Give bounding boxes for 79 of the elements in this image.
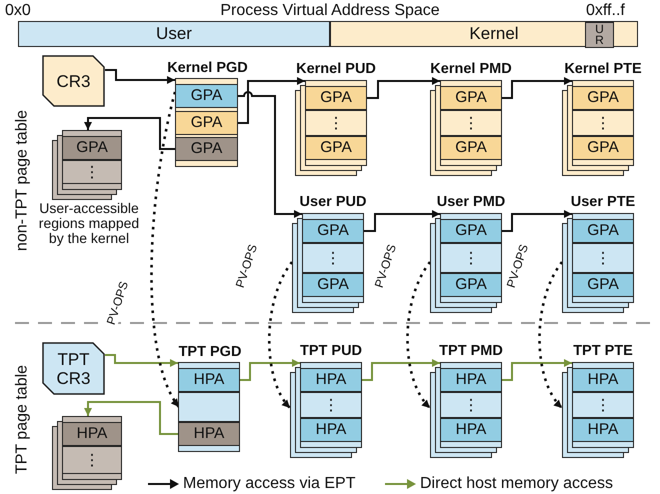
table-entry: ⋮ — [301, 392, 361, 418]
arrow — [501, 210, 572, 232]
table-entry: GPA — [573, 273, 633, 297]
table-entry: GPA — [441, 136, 501, 160]
table-title: User PTE — [570, 193, 636, 211]
table-entry: GPA — [63, 136, 121, 160]
address-segment: Kernel U R — [330, 21, 638, 47]
table-entry: ⋮ — [441, 110, 501, 136]
table-entry: HPA — [179, 368, 239, 392]
table-entry: ⋮ — [573, 110, 633, 136]
table-entry: GPA — [176, 110, 237, 134]
table-entry: HPA — [63, 422, 121, 446]
table-entry: ⋮ — [441, 392, 501, 418]
dotted-arrow — [538, 261, 564, 409]
table-entry: GPA — [306, 136, 366, 160]
table-entry: ⋮ — [63, 160, 121, 184]
table-title: User PUD — [300, 193, 366, 211]
dotted-arrow — [268, 261, 294, 409]
arrow — [84, 117, 176, 150]
table-entry: HPA — [441, 368, 501, 392]
table-entry: HPA — [179, 422, 239, 446]
table-entry: GPA — [441, 219, 501, 243]
arrow — [363, 210, 440, 232]
table-entry: GPA — [573, 219, 633, 243]
table-title: Kernel PTE — [564, 60, 642, 78]
table-entry: GPA — [573, 136, 633, 160]
address-segment: User — [18, 21, 330, 47]
table-title: User PMD — [436, 193, 506, 211]
table-title: TPT PMD — [439, 342, 503, 360]
arrow — [501, 77, 572, 99]
table-title: TPT PGD — [178, 343, 242, 361]
table-entry: ⋮ — [573, 243, 633, 273]
table-title: TPT PTE — [573, 342, 633, 360]
table-entry: ⋮ — [573, 392, 633, 418]
address-label: 0x0 — [5, 1, 31, 20]
page-table-stack — [52, 416, 122, 490]
table-entry: GPA — [303, 219, 363, 243]
legend-text: Memory access via EPT — [183, 475, 356, 493]
register-box: CR3 — [42, 55, 105, 107]
legend-text: Direct host memory access — [420, 475, 613, 493]
table-entry: HPA — [573, 418, 633, 442]
table-entry: GPA — [303, 273, 363, 297]
table-entry: GPA — [441, 86, 501, 110]
table-entry: HPA — [301, 418, 361, 442]
arrow — [105, 354, 178, 367]
table-entry: HPA — [441, 418, 501, 442]
diagram-title: Process Virtual Address Space — [219, 1, 441, 20]
table-title: Kernel PUD — [296, 60, 376, 78]
table-entry: ⋮ — [63, 446, 121, 474]
arrow — [361, 359, 440, 381]
table-entry: ⋮ — [306, 110, 366, 136]
arrow — [84, 401, 179, 435]
arrow — [105, 69, 175, 84]
arrow — [366, 77, 440, 99]
table-title: Kernel PMD — [430, 60, 512, 78]
table-entry: GPA — [176, 84, 237, 108]
address-label: 0xff..f — [586, 1, 625, 20]
table-entry — [179, 392, 239, 422]
table-entry: GPA — [176, 137, 237, 161]
table-entry: HPA — [573, 368, 633, 392]
arrow — [237, 77, 305, 124]
section-label: non-TPT page table — [12, 108, 32, 254]
dotted-arrow — [406, 261, 432, 409]
arrow — [237, 91, 302, 218]
table-entry: GPA — [573, 86, 633, 110]
arrow — [239, 359, 300, 381]
table-title: User-accessible regions mapped by the kernel — [38, 201, 140, 246]
table-entry: GPA — [306, 86, 366, 110]
table-entry: GPA — [441, 273, 501, 297]
table-entry: HPA — [301, 368, 361, 392]
arrow — [501, 359, 572, 381]
dotted-arrow — [150, 92, 180, 408]
register-box: TPT CR3 — [42, 342, 105, 395]
address-segment: U R — [585, 22, 614, 48]
table-entry: ⋮ — [303, 243, 363, 273]
table-title: Kernel PGD — [167, 59, 248, 77]
table-entry: ⋮ — [441, 243, 501, 273]
table-title: TPT PUD — [300, 342, 362, 360]
section-label: TPT page table — [12, 364, 32, 476]
